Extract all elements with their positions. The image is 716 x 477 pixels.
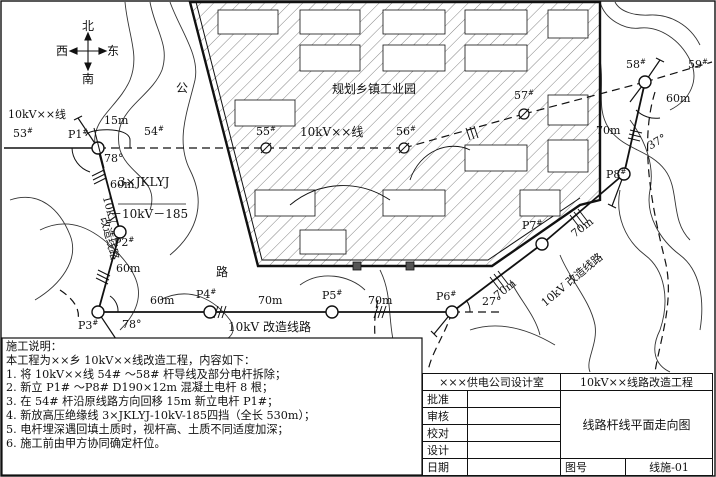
notes-item-4: 4. 新放高压绝缘线 3×JKLYJ-10kV-185四挡（全长 530m）； [6, 408, 316, 422]
pole-p2-label: P2# [114, 236, 134, 249]
pole-p4-label: P4# [196, 288, 216, 301]
pole-p1-label: P1# [68, 128, 88, 141]
pole-57-symbol [518, 108, 530, 120]
pole-56-label: 56# [396, 125, 416, 138]
notes-item-1: 1. 将 10kV××线 54# ～58# 杆导线及部分电杆拆除； [6, 367, 287, 381]
compass-rose [68, 31, 108, 72]
span-label-10: 70m [596, 124, 621, 137]
compass-east: 东 [107, 44, 119, 58]
pole-p5-label: P5# [322, 289, 342, 302]
pole-58-label: 58# [626, 58, 646, 71]
title-block-approve: 批准 [422, 390, 468, 408]
pole-54-label: 54# [144, 125, 164, 138]
terrain-contours [9, 1, 703, 373]
park-gate-1 [352, 261, 362, 271]
industrial-park-boundary-inner [195, 1, 581, 261]
pole-p7-label: P7# [522, 219, 542, 232]
title-block: ×××供电公司设计室 10kV××线路改造工程 批准 线路杆线平面走向图 审核 … [422, 373, 713, 476]
road-label-2: 路 [216, 264, 228, 279]
road-label-1: 公 [176, 81, 188, 95]
pole-p8-label: P8# [606, 168, 626, 181]
span-label-3: 60m [116, 262, 141, 275]
pole-p1-crossarm [93, 127, 105, 169]
pole-56-symbol [398, 142, 410, 154]
title-block-date-value [467, 458, 561, 476]
title-block-drawing-no-label: 图号 [560, 458, 626, 476]
pole-p6-label: P6# [436, 290, 456, 303]
notes-item-2: 2. 新立 P1# ～P8# D190×12m 混凝土电杆 8 根； [6, 381, 274, 395]
span-label-9: 60m [666, 92, 691, 105]
span-label-2: 60m [110, 178, 135, 191]
park-roads [289, 145, 471, 206]
angle-label-2: 78° [122, 318, 142, 331]
notes-heading: 施工说明： [6, 340, 62, 353]
rebuild-label-bottom: 10kV 改造线路 [228, 319, 311, 334]
title-block-drawing-no: 线施-01 [625, 458, 713, 476]
angle-arcs [71, 109, 661, 313]
span-label-1: 15m [104, 114, 129, 127]
notes-item-3: 3. 在 54# 杆沿原线路方向回移 15m 新立电杆 P1#； [6, 395, 279, 409]
park-gate-2 [405, 261, 415, 271]
title-block-date: 日期 [422, 458, 468, 476]
title-block-review: 审核 [422, 407, 468, 425]
compass-south: 南 [82, 71, 94, 86]
pole-57-label: 57# [514, 89, 534, 102]
rebuild-label-diagonal: 10kV 改造线路 [538, 250, 605, 310]
span-label-6: 70m [368, 294, 393, 307]
cable-spec-line-1: 3×JKLYJ [118, 175, 170, 189]
notes-item-5: 5. 电杆埋深遇回填土质时，视杆高、土质不同适度加深； [6, 422, 289, 436]
conductor-ticks [91, 125, 643, 319]
title-block-drawing-title: 线路杆线平面走向图 [560, 390, 713, 459]
pole-59-label: 59# [688, 58, 708, 71]
pole-labels: 53# P1# 54# 55# 56# 57# 58# 59# P2# P3# … [13, 58, 708, 332]
title-block-project: 10kV××线路改造工程 [560, 373, 713, 391]
park-buildings [217, 9, 589, 255]
title-block-design: 设计 [422, 441, 468, 459]
compass-west: 西 [56, 44, 68, 58]
pole-p3-label: P3# [78, 319, 98, 332]
notes-intro: 本工程为××乡 10kV××线改造工程，内容如下： [6, 353, 256, 367]
span-label-4: 60m [150, 294, 175, 307]
cable-spec-line-2: －10kV－185 [110, 207, 188, 221]
construction-notes: 施工说明： 本工程为××乡 10kV××线改造工程，内容如下： 1. 将 10k… [3, 338, 421, 474]
span-label-5: 70m [258, 294, 283, 307]
pole-55-label: 55# [256, 125, 276, 138]
title-block-design-value [467, 441, 561, 459]
notes-item-6: 6. 施工前由甲方协同确定杆位。 [6, 436, 166, 450]
pole-53-label: 53# [13, 127, 33, 140]
title-block-org: ×××供电公司设计室 [422, 373, 561, 391]
title-block-review-value [467, 407, 561, 425]
compass-north: 北 [82, 19, 94, 33]
angle-label-1: 78° [104, 152, 124, 165]
title-block-approve-value [467, 390, 561, 408]
title-block-check-value [467, 424, 561, 442]
park-label: 规划乡镇工业园 [332, 81, 416, 96]
pole-55-symbol [260, 142, 272, 154]
existing-line-label: 10kV××线 [8, 107, 66, 121]
notes-frame [1, 337, 423, 476]
new-pole-symbols [91, 75, 652, 319]
angle-label-3: 27° [482, 295, 502, 308]
title-block-check: 校对 [422, 424, 468, 442]
existing-line-mid-label: 10kV××线 [300, 125, 363, 139]
angle-label-4: 37° [645, 131, 668, 152]
